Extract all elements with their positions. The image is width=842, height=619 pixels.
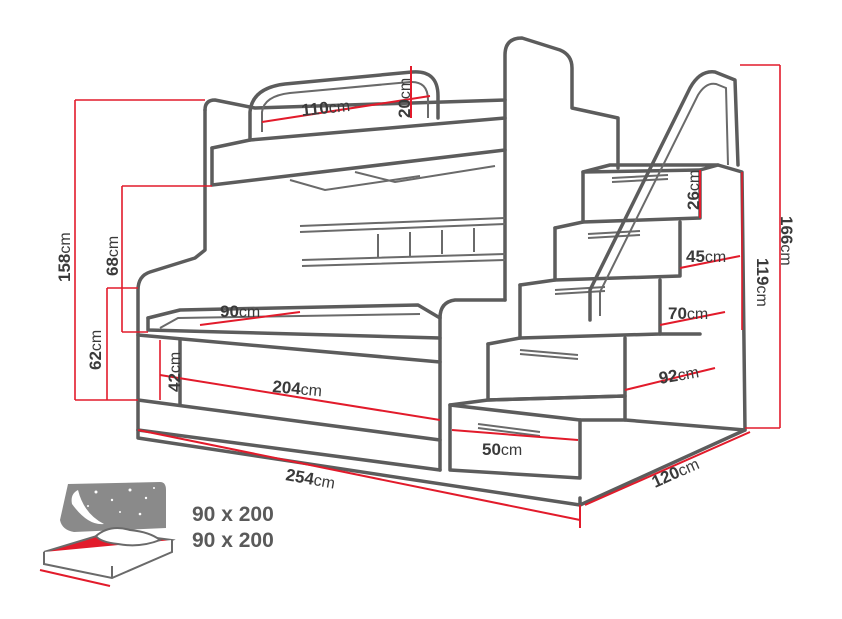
dim-rail-width: 110cm	[300, 96, 350, 120]
dim-total-height-left: 158cm	[55, 232, 74, 282]
dim-lower-length: 204cm	[272, 377, 323, 400]
dim-bottom-step-width: 50cm	[482, 440, 522, 459]
dim-rail-height: 20cm	[395, 78, 414, 118]
dim-total-height-right: 166cm	[777, 216, 796, 266]
dim-step-1-depth: 45cm	[686, 247, 726, 266]
dim-step-height: 26cm	[684, 170, 703, 210]
bed-outline	[136, 36, 747, 507]
dimension-labels: 110cm 20cm 158cm 68cm 62cm 90cm 42cm 204…	[55, 78, 796, 493]
mattress-size-list: 90 x 200 90 x 200	[192, 503, 274, 552]
dim-step-3-depth: 92cm	[657, 362, 700, 388]
dim-upper-clearance: 68cm	[103, 236, 122, 276]
mattress-night-icon	[39, 482, 176, 587]
dim-total-length: 254cm	[284, 465, 336, 492]
dim-lower-mattress-width: 90cm	[220, 302, 260, 321]
dim-stair-height: 119cm	[753, 258, 772, 307]
dim-lower-height: 62cm	[86, 330, 105, 370]
dim-step-2-depth: 70cm	[668, 304, 708, 323]
dimension-lines	[74, 64, 781, 528]
mattress-size-1: 90 x 200	[192, 503, 274, 526]
dim-drawer-height: 42cm	[165, 352, 184, 392]
mattress-size-2: 90 x 200	[192, 529, 274, 552]
stars	[87, 487, 155, 516]
